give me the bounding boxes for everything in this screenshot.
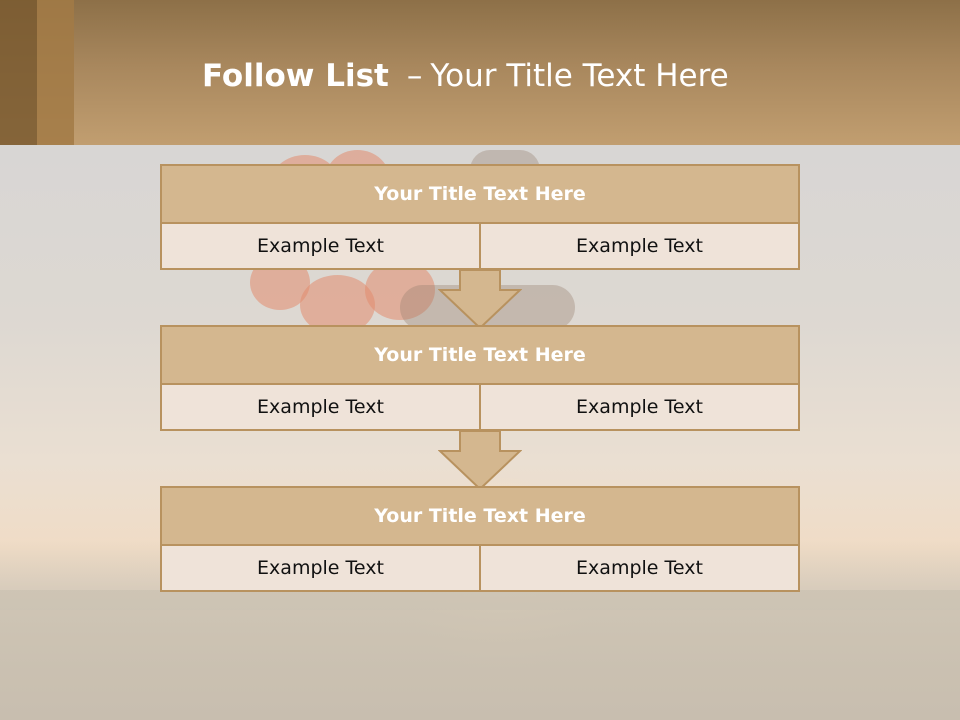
flow-step-right-text: Example Text <box>479 385 798 429</box>
flow-step-left-text: Example Text <box>162 385 479 429</box>
flow-step-3: Your Title Text Here Example Text Exampl… <box>160 486 800 592</box>
grass-field <box>0 590 960 720</box>
flow-step-title: Your Title Text Here <box>162 166 798 224</box>
flow-step-right-text: Example Text <box>479 224 798 268</box>
header-accent-bar <box>37 0 74 145</box>
slide-title-rest: Your Title Text Here <box>430 58 729 94</box>
flow-step-title: Your Title Text Here <box>162 488 798 546</box>
flow-step-2: Your Title Text Here Example Text Exampl… <box>160 325 800 431</box>
flow-step-left-text: Example Text <box>162 546 479 590</box>
flow-step-1: Your Title Text Here Example Text Exampl… <box>160 164 800 270</box>
slide-title-dash: – <box>406 58 423 94</box>
slide-title-bold: Follow List <box>202 58 389 94</box>
header-accent-bar <box>0 0 37 145</box>
slide-header: Follow List–Your Title Text Here <box>0 0 960 145</box>
down-arrow-icon <box>438 431 522 491</box>
down-arrow-icon <box>438 270 522 330</box>
flow-step-title: Your Title Text Here <box>162 327 798 385</box>
flow-step-right-text: Example Text <box>479 546 798 590</box>
balloon <box>365 260 435 320</box>
slide-title: Follow List–Your Title Text Here <box>202 54 729 98</box>
flow-step-left-text: Example Text <box>162 224 479 268</box>
